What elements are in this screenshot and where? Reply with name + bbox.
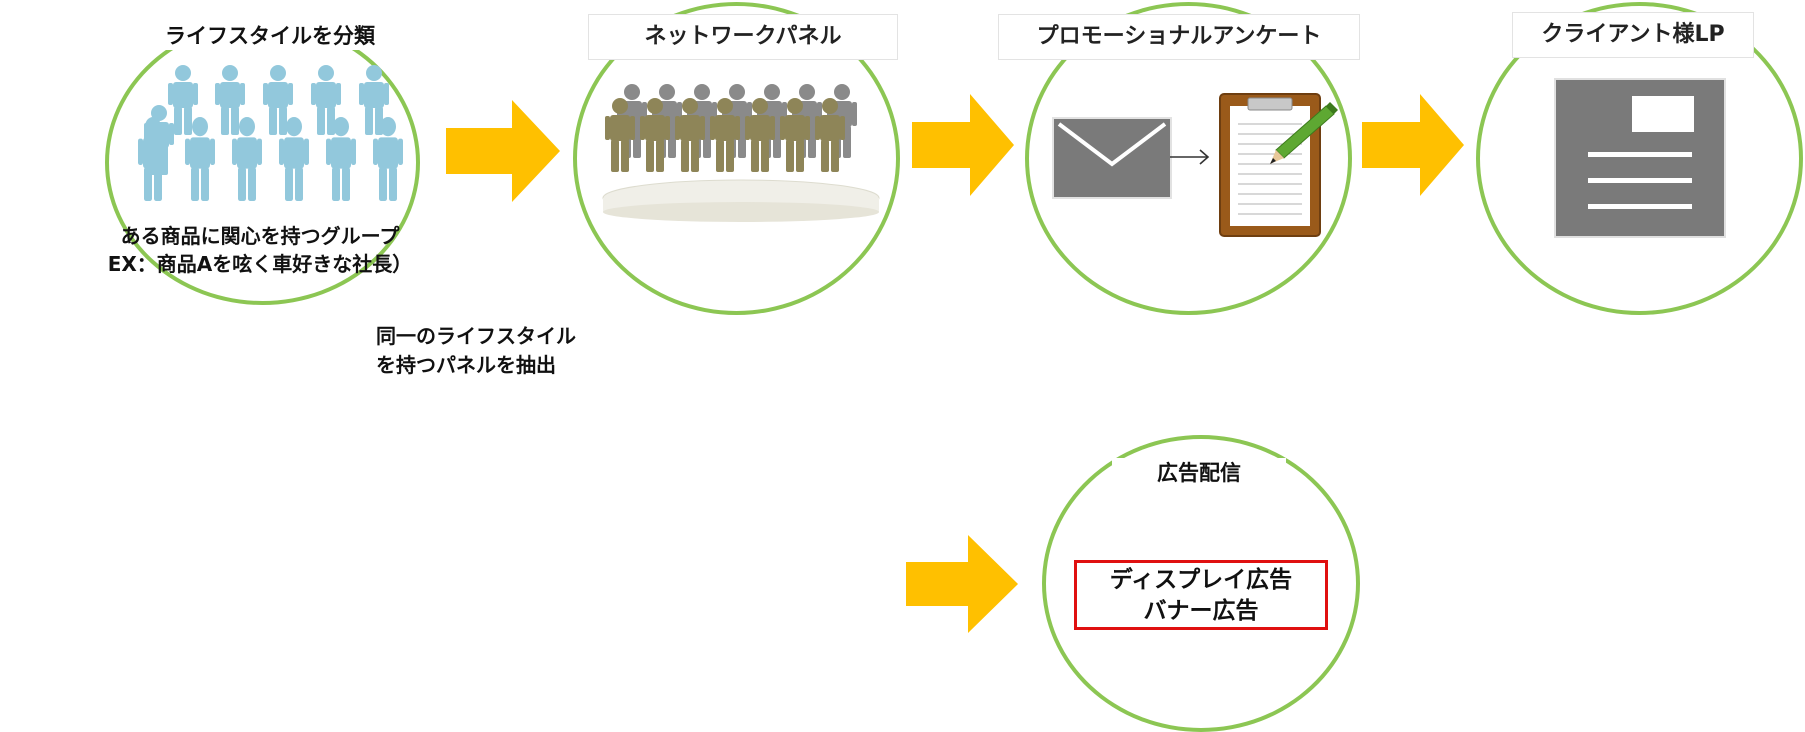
- network-panel-crowd-icon: [602, 84, 880, 222]
- network-panel-title: ネットワークパネル: [588, 14, 898, 60]
- lifestyle-title: ライフスタイルを分類: [140, 20, 400, 50]
- lifestyle-caption-line-1: ある商品に関心を持つグループ: [120, 224, 400, 248]
- extract-note-line-1: 同一のライフスタイル: [376, 324, 576, 348]
- ad-type-banner: バナー広告: [1143, 598, 1259, 624]
- ad-delivery-title: 広告配信: [1112, 458, 1286, 494]
- arrow-right-1: [446, 100, 560, 202]
- arrow-right-3: [1362, 94, 1464, 196]
- extract-note-line-2: を持つパネルを抽出: [376, 353, 556, 377]
- extract-note: 同一のライフスタイル を持つパネルを抽出: [376, 322, 576, 380]
- lifestyle-caption-line-2: EX：商品Aを呟く車好きな社長）: [107, 252, 413, 276]
- landing-page-icon: [1554, 78, 1726, 238]
- people-group-icon: [138, 65, 403, 201]
- arrow-right-2: [912, 94, 1014, 196]
- arrow-thin-icon: [1170, 149, 1210, 165]
- envelope-icon: [1052, 117, 1172, 199]
- ad-type-display: ディスプレイ広告: [1109, 567, 1293, 593]
- pencil-icon: [1270, 102, 1338, 164]
- ad-types-box: ディスプレイ広告 バナー広告: [1074, 560, 1328, 630]
- lifestyle-caption: ある商品に関心を持つグループ EX：商品Aを呟く車好きな社長）: [70, 222, 450, 278]
- arrow-right-4: [906, 535, 1018, 633]
- clipboard-icon: [1219, 93, 1338, 237]
- client-lp-title: クライアント様LP: [1512, 12, 1754, 58]
- promo-survey-title: プロモーショナルアンケート: [998, 14, 1360, 60]
